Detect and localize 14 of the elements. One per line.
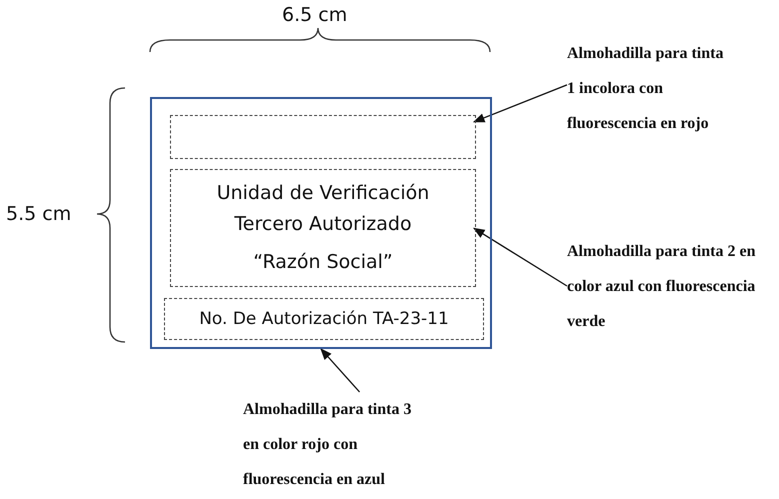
arrow	[472, 84, 568, 122]
dashed-area	[170, 115, 476, 159]
dimension-label: 6.5 cm	[282, 4, 348, 26]
annotation-text: Almohadilla para tinta 2 en color azul con fluorescencia verde	[567, 234, 757, 338]
arrow	[320, 348, 360, 392]
arrow	[473, 228, 568, 287]
stamp-text: Unidad de Verificación Tercero Autorizado	[216, 181, 430, 237]
text-area	[170, 169, 476, 287]
stamp-outline	[150, 97, 492, 349]
annotation-text: Almohadilla para tinta 1 incolora con fluorescencia en rojo	[567, 36, 735, 140]
annotation-text: Almohadilla para tinta 3 en color rojo con fluorescencia en azul	[243, 392, 431, 498]
authorization-number-box: No. De Autorización TA-23-11	[164, 298, 484, 340]
dimension-label: 5.5 cm	[6, 203, 72, 225]
stamp-text: “Razón Social”	[252, 250, 394, 275]
